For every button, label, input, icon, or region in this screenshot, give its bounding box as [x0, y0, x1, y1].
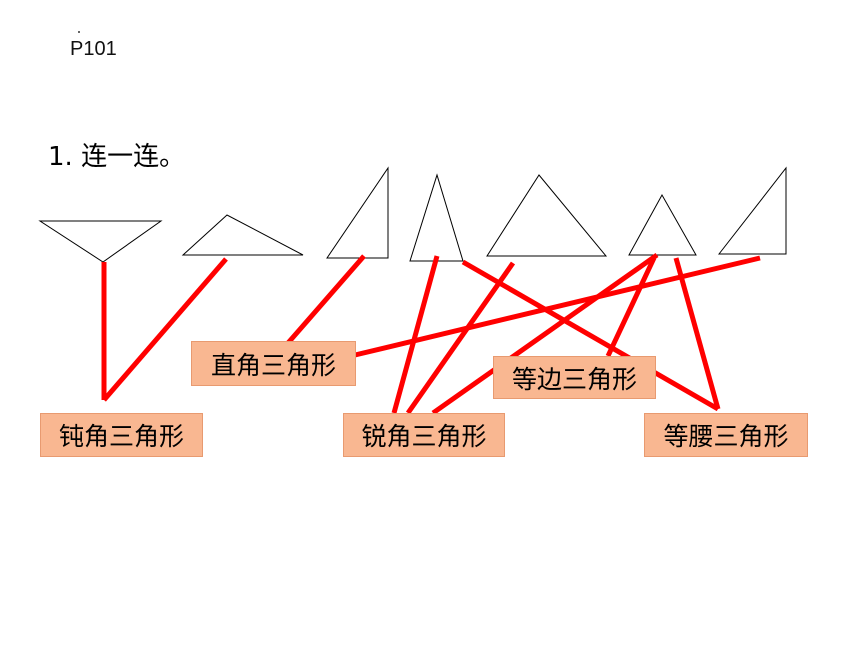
label-right-triangle[interactable]: 直角三角形 — [191, 341, 356, 386]
triangle-1[interactable] — [38, 220, 163, 263]
instruction-title: 1. 连一连。 — [48, 142, 186, 172]
triangle-7[interactable] — [717, 166, 787, 255]
triangle-4[interactable] — [409, 173, 464, 262]
triangle-6[interactable] — [628, 193, 697, 256]
label-obtuse-triangle[interactable]: 钝角三角形 — [40, 413, 203, 457]
triangle-3[interactable] — [326, 166, 389, 259]
triangle-2[interactable] — [181, 214, 304, 256]
link-t7-right[interactable] — [354, 255, 761, 358]
label-equilateral-triangle[interactable]: 等边三角形 — [493, 356, 656, 399]
page-reference: P101 — [70, 38, 117, 60]
triangle-5[interactable] — [486, 174, 608, 257]
link-t4-acute[interactable] — [391, 255, 440, 414]
label-acute-triangle[interactable]: 锐角三角形 — [343, 413, 505, 457]
label-isosceles-triangle[interactable]: 等腰三角形 — [644, 413, 808, 457]
link-t3-right[interactable] — [286, 254, 366, 345]
link-t4-isosceles[interactable] — [461, 259, 720, 412]
decorative-dot — [78, 31, 80, 33]
link-t5-acute[interactable] — [405, 261, 516, 415]
link-t6-acute[interactable] — [431, 252, 659, 416]
link-t6-isosceles[interactable] — [673, 257, 721, 410]
link-t1-obtuse-b[interactable] — [102, 257, 228, 402]
link-t6-equilateral[interactable] — [605, 256, 657, 358]
